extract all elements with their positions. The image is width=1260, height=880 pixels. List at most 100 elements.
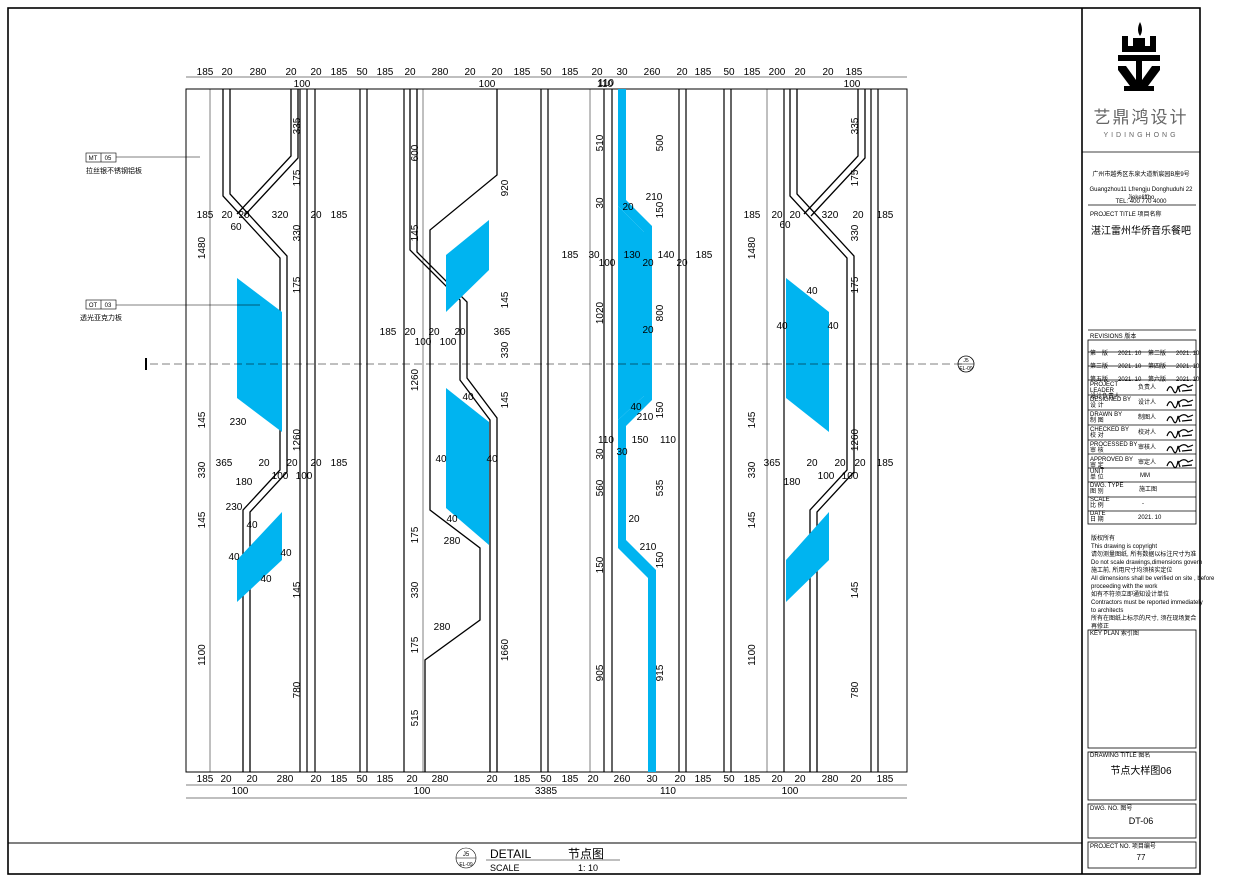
dimension-label: 145 [292,581,303,598]
dimension-label: 335 [292,117,303,134]
dimension-label: 30 [595,197,606,209]
dimension-label: 40 [280,548,292,559]
dimension-label: 535 [655,479,666,496]
dimension-label: 40 [260,574,272,585]
role-cn: 审 定 [1090,463,1104,469]
dimension-label: 905 [595,664,606,681]
dimension-label: 30 [616,67,628,78]
acrylic-panels [237,89,829,772]
callout-code: MT [89,156,98,162]
role-en: DRAWN BY [1090,412,1123,418]
dimension-label: 185 [514,67,531,78]
dimension-label: 100 [440,337,457,348]
role-title: 审定人 [1138,460,1157,466]
signature-icon [1166,414,1194,424]
dimension-label: 230 [226,502,243,513]
dimension-label: 20 [310,774,322,785]
dimension-label: 30 [646,774,658,785]
dimension-label: 50 [723,774,735,785]
brand-en: YIDINGHONG [1103,132,1179,139]
dimension-label: 30 [595,448,606,460]
project-title: 湛江雷州华侨音乐餐吧 [1091,226,1191,237]
dimension-label: 20 [221,67,233,78]
dimension-label: 20 [834,458,846,469]
dimension-label: 330 [197,461,208,478]
dimension-label: 280 [250,67,267,78]
tel: TEL: 400 770 4000 [1115,199,1167,205]
dimension-label: 230 [230,417,247,428]
note-line: to architects [1091,608,1124,614]
dimension-label: 1260 [410,368,421,391]
dimension-label: 30 [588,250,600,261]
dimension-label: 20 [676,258,688,269]
role-en: PROJECT LEADER [1090,382,1118,394]
dimension-label: 40 [827,321,839,332]
dimension-label: 20 [587,774,599,785]
footer-circle-top: J5 [463,852,470,858]
scale-cn: 比 例 [1090,503,1104,509]
dimension-label: 180 [236,477,253,488]
dimension-label: 60 [230,222,242,233]
dimension-label: 20 [622,202,634,213]
dimension-label: 20 [464,67,476,78]
dimension-label: 20 [628,514,640,525]
revision-cell: 2021. 10 [1176,364,1200,370]
dimension-label: 150 [655,551,666,568]
dimension-label: 1480 [747,236,758,259]
dimension-label: 40 [486,454,498,465]
note-line: 再修正 [1091,624,1110,630]
role-title: 制图人 [1138,415,1157,421]
note-line: 所有在图纸上标示的尺寸, 须在现场复合 [1091,616,1197,622]
signature-icon [1166,429,1194,439]
dimension-label: 140 [658,250,675,261]
dimension-label: 515 [410,709,421,726]
signature-icon [1166,444,1194,454]
dimension-label: 175 [292,276,303,293]
dimension-label: 20 [246,774,258,785]
dimension-label: 110 [660,786,676,797]
dimension-label: 185 [877,458,894,469]
dimension-label: 175 [292,169,303,186]
callout-text: 拉丝银不锈钢铝板 [86,166,142,175]
brand-cn: 艺鼎鸿设计 [1093,108,1189,127]
stainless-trim [222,89,866,772]
dimension-label: 365 [216,458,233,469]
panel-lines [299,89,879,772]
dimension-label: 20 [822,67,834,78]
role-en: APPROVED BY [1090,457,1134,463]
dimension-label: 20 [258,458,270,469]
dimension-label: 210 [637,412,654,423]
dimension-label: 20 [404,67,416,78]
dimension-label: 40 [462,392,474,403]
dimension-label: 100 [599,258,616,269]
dimension-label: 365 [764,458,781,469]
dimension-label: 20 [854,458,866,469]
dimension-label: 185 [744,210,761,221]
dimension-label: 20 [491,67,503,78]
dimension-label: 20 [404,327,416,338]
callout-code: OT [89,303,98,309]
dimension-label: 185 [562,67,579,78]
dimension-label: 185 [377,774,394,785]
dimension-label: 20 [454,327,466,338]
dimension-label: 150 [632,435,649,446]
role-cn: 校 对 [1090,433,1104,439]
dimension-label: 185 [562,250,579,261]
dimension-label: 185 [696,250,713,261]
dimension-label: 180 [784,477,801,488]
dimension-label: 100 [842,471,859,482]
dimension-label: 185 [695,67,712,78]
dimension-label: 145 [747,411,758,428]
callout-num: 05 [105,156,112,162]
dimension-label: 185 [331,210,348,221]
revision-cell: 2021. 10 [1118,364,1142,370]
drawing-title: 节点大样图06 [1110,766,1172,777]
dimension-label: 100 [296,471,313,482]
dimension-label: 1260 [292,428,303,451]
scale-en: SCALE [1090,497,1110,503]
dimension-label: 20 [486,774,498,785]
unit-cn: 单 位 [1090,475,1104,481]
revision-cell: 2021. 10 [1118,351,1142,357]
